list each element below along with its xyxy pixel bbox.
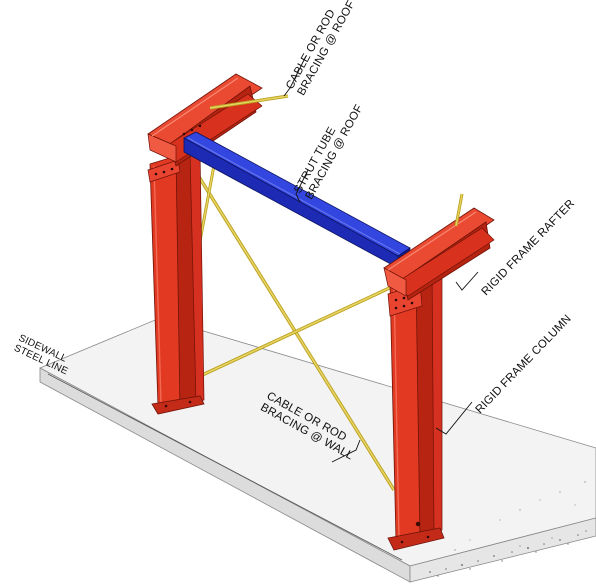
strut-tube-top — [183, 131, 411, 257]
wall-cable-2-hl — [169, 283, 399, 391]
callout-strut-tube: STRUT TUBE BRACING @ ROOF — [292, 103, 365, 202]
leader-strut-tube — [295, 169, 309, 203]
right-column-base-plate — [387, 527, 445, 551]
leader-cable-wall — [331, 439, 361, 463]
slab-speckles — [429, 530, 587, 577]
right-rigid-frame-rafter — [383, 207, 495, 301]
wall-cable-1-hl — [175, 139, 395, 491]
leader-rafter — [455, 271, 479, 291]
cable-bracing-roof — [209, 94, 289, 110]
right-column-inner-flange — [431, 265, 443, 535]
strut-tube — [183, 131, 411, 269]
left-column-edge-hl — [153, 165, 162, 405]
right-rigid-frame-column — [387, 265, 445, 551]
right-roof-cable — [454, 193, 464, 227]
slab-right-edge — [409, 517, 596, 583]
leader-lines — [283, 55, 479, 463]
sidewall-steel-line — [47, 373, 403, 561]
concrete-slab — [39, 317, 596, 583]
right-rafter-end — [383, 267, 407, 297]
left-rafter-end — [147, 133, 177, 163]
left-rigid-frame-column — [147, 149, 205, 415]
slab-top-speckles — [454, 481, 586, 551]
callout-rafter: RIGID FRAME RAFTER — [480, 198, 578, 299]
label-rafter: RIGID FRAME RAFTER — [480, 198, 578, 299]
left-column-base-plate — [151, 395, 205, 415]
callout-cable-roof: CABLE OR ROD BRACING @ ROOF — [284, 0, 357, 98]
leader-column — [435, 401, 473, 435]
callout-column: RIGID FRAME COLUMN — [474, 313, 574, 416]
leader-cable-roof — [283, 55, 307, 97]
label-column: RIGID FRAME COLUMN — [474, 313, 574, 416]
